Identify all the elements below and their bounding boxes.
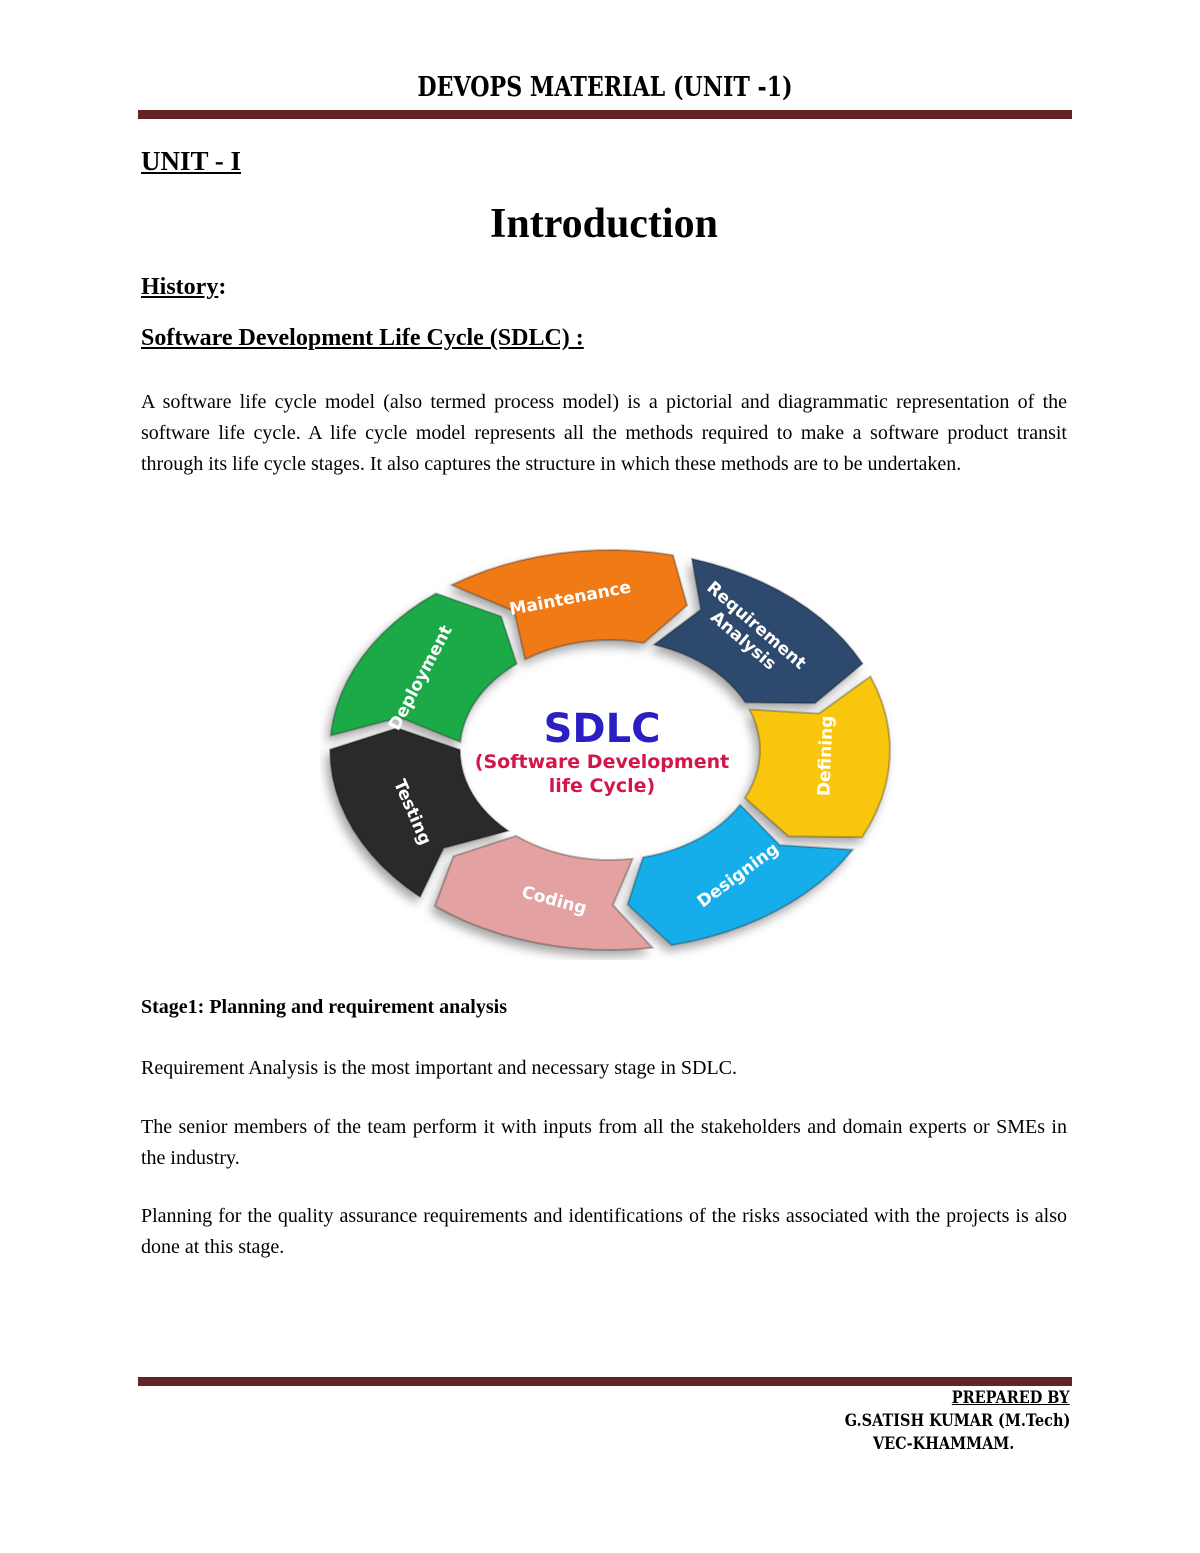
stage1-paragraph-2: The senior members of the team perform i… [141, 1116, 1067, 1169]
unit-label: UNIT - I [141, 146, 242, 176]
sdlc-stage-segment [449, 549, 689, 661]
sdlc-stage-segment [626, 803, 855, 947]
sdlc-diagram: SDLC (Software Development life Cycle) R… [328, 549, 891, 951]
stage1-heading: Stage1: Planning and requirement analysi… [141, 996, 507, 1018]
sdlc-center-subtitle-2: life Cycle) [549, 775, 655, 797]
stage1-paragraph-3: Planning for the quality assurance requi… [141, 1205, 1067, 1258]
sdlc-heading: Software Development Life Cycle (SDLC) : [141, 325, 584, 351]
stage1-paragraph-1: Requirement Analysis is the most importa… [141, 1057, 738, 1079]
footer-institution: VEC-KHAMMAM. [872, 1434, 1014, 1454]
history-colon: : [218, 274, 227, 300]
page-title: Introduction [490, 201, 718, 247]
footer-prepared-by: PREPARED BY [952, 1388, 1070, 1408]
sdlc-center-subtitle-1: (Software Development [475, 751, 729, 773]
header-title: DEVOPS MATERIAL (UNIT -1) [417, 72, 793, 103]
history-heading: History: [141, 274, 226, 301]
footer-author: G.SATISH KUMAR (M.Tech) [844, 1411, 1070, 1431]
sdlc-stage-segment [328, 726, 511, 899]
sdlc-center-title: SDLC [544, 706, 661, 752]
sdlc-stage-segment [329, 592, 518, 744]
sdlc-stage-segment [743, 674, 891, 839]
footer-rule [138, 1377, 1072, 1386]
sdlc-paragraph: A software life cycle model (also termed… [141, 391, 1067, 475]
sdlc-stage-label: Defining [814, 715, 837, 796]
history-label: History [141, 274, 219, 300]
sdlc-stage-segment [433, 834, 655, 951]
header-rule [138, 110, 1072, 119]
sdlc-stage-segment [651, 557, 864, 705]
